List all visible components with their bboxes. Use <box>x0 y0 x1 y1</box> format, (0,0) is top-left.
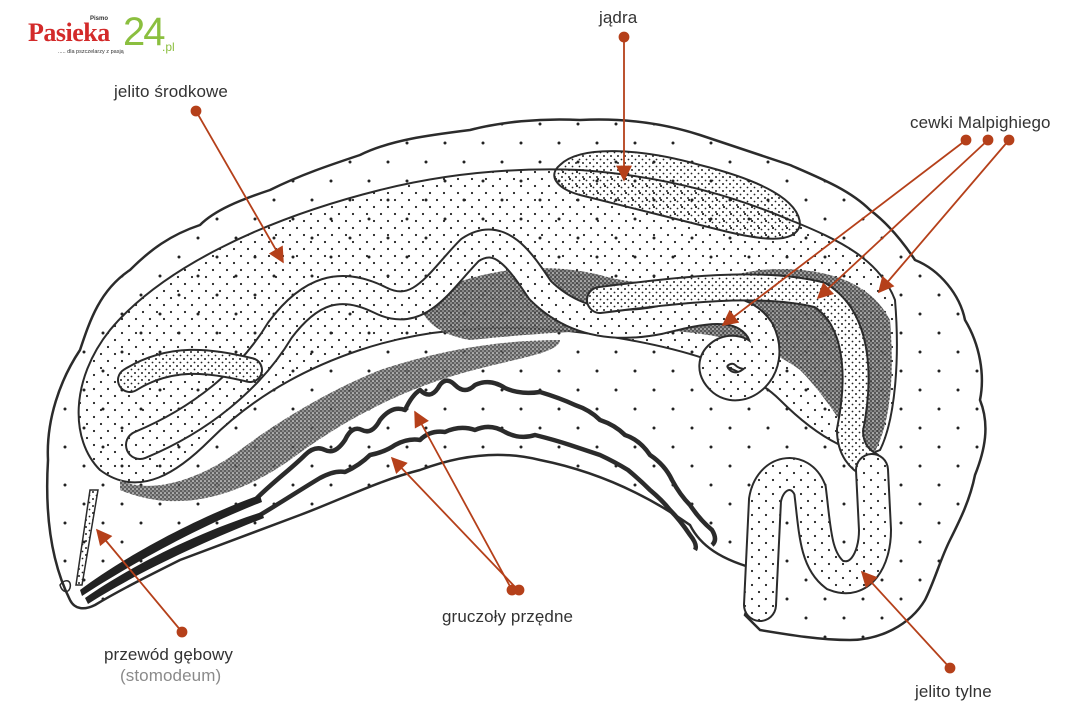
publisher-logo: Pismo Pasieka 24 .pl ..... dla pszczelar… <box>28 10 178 66</box>
logo-tld: .pl <box>162 40 175 54</box>
label-silk-glands: gruczoły przędne <box>442 607 574 626</box>
label-midgut: jelito środkowe <box>114 82 228 101</box>
logo-brand: Pasieka <box>28 18 110 47</box>
label-hindgut: jelito tylne <box>915 682 992 701</box>
logo-number: 24 <box>123 10 165 54</box>
label-gonads: jądra <box>599 8 638 27</box>
hindgut <box>743 453 893 622</box>
label-malpighian-tubules: cewki Malpighiego <box>910 113 1051 132</box>
label-stomodeum-latin: (stomodeum) <box>120 666 222 685</box>
stomodeum <box>59 489 264 604</box>
gonads <box>553 150 802 240</box>
malpighian-tubules <box>117 228 884 479</box>
label-stomodeum: przewód gębowy <box>104 645 233 664</box>
logo-pismo: Pismo <box>90 16 109 22</box>
logo-tagline: ..... dla pszczelarzy z pasją <box>58 49 124 55</box>
callouts <box>95 31 1015 674</box>
silk-glands <box>253 378 718 552</box>
